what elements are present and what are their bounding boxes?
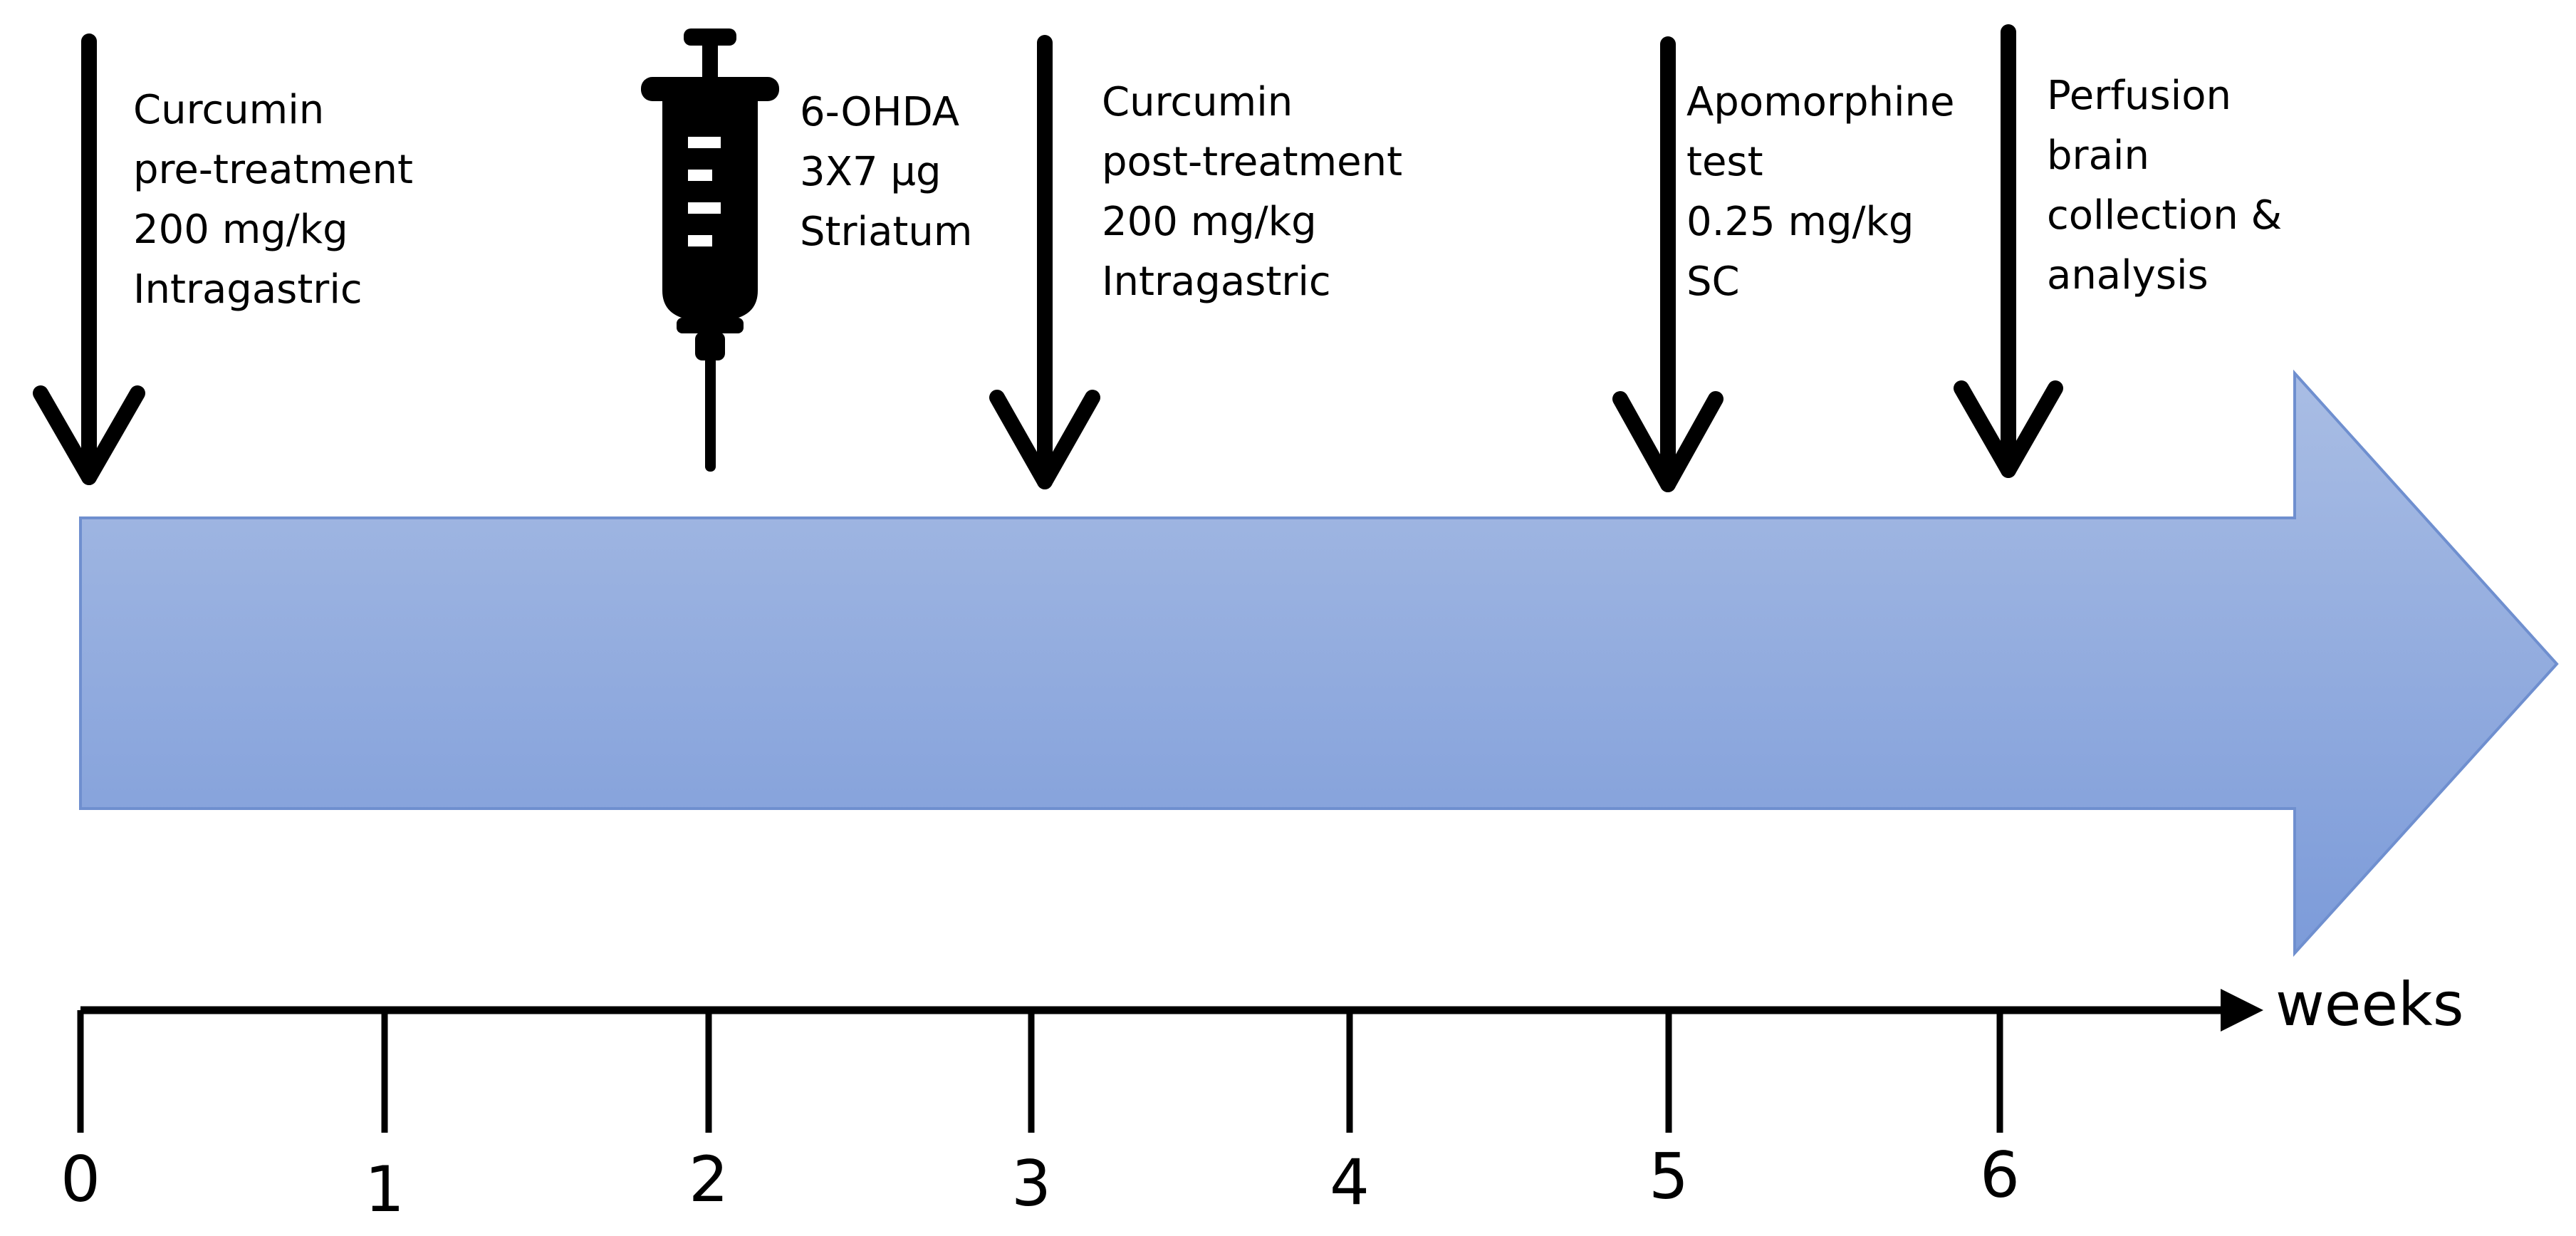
- axis-arrowhead: [2221, 989, 2263, 1032]
- tick-label: 6: [1980, 1138, 2020, 1212]
- event-label-line: 200 mg/kg: [1102, 199, 1317, 245]
- arrow-down-icon: [1954, 24, 2063, 478]
- arrow-down-icon: [33, 33, 145, 485]
- event-label-line: Perfusion: [2047, 73, 2231, 119]
- event-label-line: Striatum: [800, 209, 973, 255]
- event-label-apomorphine: Apomorphine test 0.25 mg/kg SC: [1686, 73, 1955, 312]
- event-label-line: analysis: [2047, 252, 2209, 298]
- event-label-line: 3X7 µg: [800, 149, 942, 195]
- timeline-band-arrow: [79, 369, 2559, 957]
- tick-label: 0: [61, 1143, 100, 1216]
- arrow-down-icon: [989, 35, 1100, 489]
- event-label-line: Curcumin: [1102, 79, 1293, 125]
- event-label-line: test: [1686, 139, 1763, 185]
- axis-unit-label: weeks: [2275, 970, 2464, 1039]
- event-label-line: Intragastric: [1102, 259, 1331, 305]
- event-label-line: 0.25 mg/kg: [1686, 199, 1914, 245]
- tick-label: 5: [1649, 1140, 1689, 1213]
- event-label-6-ohda: 6-OHDA 3X7 µg Striatum: [800, 83, 972, 262]
- syringe-icon: [641, 28, 779, 472]
- event-label-line: Apomorphine: [1686, 79, 1955, 125]
- tick-label: 3: [1011, 1147, 1051, 1220]
- event-label-line: pre-treatment: [133, 147, 413, 193]
- event-label-curcumin-post: Curcumin post-treatment 200 mg/kg Intrag…: [1102, 73, 1402, 312]
- event-label-line: 200 mg/kg: [133, 207, 348, 253]
- tick-label: 4: [1330, 1146, 1370, 1219]
- tick-label: 1: [365, 1153, 405, 1226]
- event-label-line: Curcumin: [133, 87, 325, 133]
- event-label-line: SC: [1686, 259, 1740, 305]
- week-axis: [77, 989, 2263, 1133]
- event-label-line: Intragastric: [133, 266, 363, 313]
- arrow-down-icon: [1612, 36, 1724, 492]
- event-label-line: post-treatment: [1102, 139, 1403, 185]
- event-label-perfusion: Perfusion brain collection & analysis: [2047, 66, 2282, 306]
- event-label-line: brain: [2047, 133, 2149, 179]
- event-label-line: 6-OHDA: [800, 89, 960, 135]
- event-label-line: collection &: [2047, 192, 2283, 239]
- event-label-curcumin-pre: Curcumin pre-treatment 200 mg/kg Intraga…: [133, 81, 413, 320]
- tick-label: 2: [689, 1143, 729, 1216]
